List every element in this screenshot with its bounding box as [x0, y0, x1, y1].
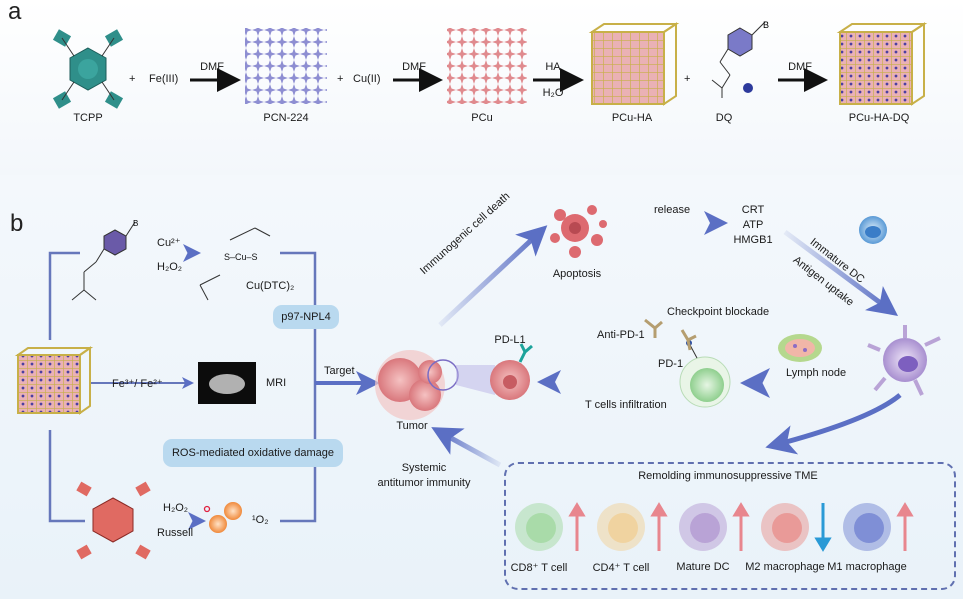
tme-remodeling-box [504, 462, 956, 590]
arrow-dc-to-tme [765, 393, 902, 455]
label-atp: ATP [742, 219, 764, 231]
label-tumor: Tumor [396, 420, 428, 432]
arrow-label-dmf-1: DMF [200, 61, 224, 73]
label-t-cells-infiltration: T cells infiltration [585, 399, 667, 411]
tme-cell-nucleus [690, 513, 720, 543]
label-target: Target [324, 365, 355, 377]
label-cu2plus: Cu²⁺ [157, 237, 181, 249]
label-cu-dtc2: Cu(DTC)₂ [246, 280, 295, 292]
pill-p97-npl4: p97-NPL4 [273, 305, 339, 329]
tme-cell-nucleus [526, 513, 556, 543]
t-cell-icon [679, 340, 731, 408]
label-crt: CRT [741, 204, 765, 216]
label-checkpoint-blockade: Checkpoint blockade [667, 306, 770, 318]
left-bracket-connectors [48, 251, 317, 523]
pcn224-crystal-icon [245, 28, 327, 104]
arrow-label-dmf-3: DMF [788, 61, 812, 73]
cu-tcpp-structure-icon [76, 481, 151, 560]
dq-structure-icon: B [711, 20, 769, 98]
pcu-ha-cage-icon [588, 22, 680, 106]
tme-title: Remolding immunosuppressive TME [638, 470, 818, 482]
immature-dc-icon [859, 216, 887, 244]
anti-pd1-antibody-icon [644, 318, 697, 351]
reagent-cu2: Cu(II) [353, 73, 381, 85]
label-tcpp: TCPP [73, 112, 103, 124]
increase-arrow-icon [650, 502, 668, 551]
tme-cell-label: M2 macrophage [745, 561, 825, 573]
arrow-icd [438, 225, 548, 327]
tme-cell-label: CD8⁺ T cell [510, 562, 568, 574]
label-h2o2-top: H₂O₂ [157, 261, 183, 273]
svg-text:S–Cu–S: S–Cu–S [224, 252, 258, 262]
increase-arrow-icon [568, 502, 586, 551]
label-anti-pd1: Anti-PD-1 [597, 329, 645, 341]
label-pcu-ha-dq: PCu-HA-DQ [848, 112, 910, 124]
increase-arrow-icon [896, 502, 914, 551]
label-russell: Russell [157, 527, 194, 539]
label-mri: MRI [266, 377, 287, 389]
label-dq: DQ [715, 112, 733, 124]
apoptosis-icon [550, 205, 607, 258]
singlet-oxygen-icon [203, 502, 242, 533]
decrease-arrow-icon [814, 503, 832, 552]
panel-b-label: b [10, 210, 24, 237]
mature-dc-icon [867, 325, 941, 396]
label-pd1: PD-1 [658, 358, 684, 370]
lymph-node-icon [778, 334, 822, 362]
dtc-prodrug-structure-icon: B [71, 219, 138, 301]
arrow-label-dmf-2: DMF [402, 61, 426, 73]
reagent-fe3: Fe(III) [149, 73, 179, 85]
tumor-cell-pdl1-icon [490, 343, 533, 400]
label-pcu: PCu [471, 112, 493, 124]
plus-sign: + [129, 73, 136, 85]
tme-cell-nucleus [608, 513, 638, 543]
label-release: release [654, 204, 691, 216]
label-systemic: Systemic [401, 462, 447, 474]
tme-cell-label: Mature DC [676, 561, 730, 573]
label-h2o2-bottom: H₂O₂ [163, 502, 189, 514]
pcu-ha-dq-nanoparticle-icon [14, 346, 94, 415]
tme-cell-label: M1 macrophage [827, 561, 907, 573]
arrow-systemic-immunity [431, 427, 502, 468]
label-hmgb1: HMGB1 [733, 234, 773, 246]
label-fe-ions: Fe³⁺/ Fe²⁺ [112, 378, 163, 390]
tme-cell-nucleus [772, 513, 802, 543]
pcu-crystal-icon [447, 28, 527, 104]
pill-ros-damage: ROS-mediated oxidative damage [163, 439, 343, 467]
label-apoptosis: Apoptosis [552, 268, 602, 280]
mri-brain-shape [209, 374, 245, 394]
tumor-icon [375, 350, 495, 420]
tcpp-structure-icon [52, 29, 124, 109]
arrow-antigen-uptake [783, 229, 899, 316]
svg-text:B: B [763, 20, 769, 30]
plus-sign: + [684, 73, 691, 85]
label-pcn224: PCN-224 [263, 112, 309, 124]
svg-text:B: B [133, 219, 138, 228]
tme-cell-label: CD4⁺ T cell [592, 562, 650, 574]
cu-dtc2-structure-icon: S–Cu–S [199, 227, 271, 301]
label-antitumor-immunity: antitumor immunity [377, 477, 471, 489]
tme-cell-nucleus [854, 513, 884, 543]
label-pcu-ha: PCu-HA [611, 112, 653, 124]
label-singlet-o2: ¹O₂ [252, 514, 269, 526]
arrow-label-h2o: H₂O [542, 87, 564, 99]
increase-arrow-icon [732, 502, 750, 551]
arrow-label-ha: HA [545, 61, 561, 73]
label-lymph-node: Lymph node [786, 367, 847, 379]
pcu-ha-dq-cage-icon [836, 22, 928, 106]
label-pd-l1: PD-L1 [494, 334, 526, 346]
panel-a-label: a [8, 0, 22, 25]
plus-sign: + [337, 73, 344, 85]
